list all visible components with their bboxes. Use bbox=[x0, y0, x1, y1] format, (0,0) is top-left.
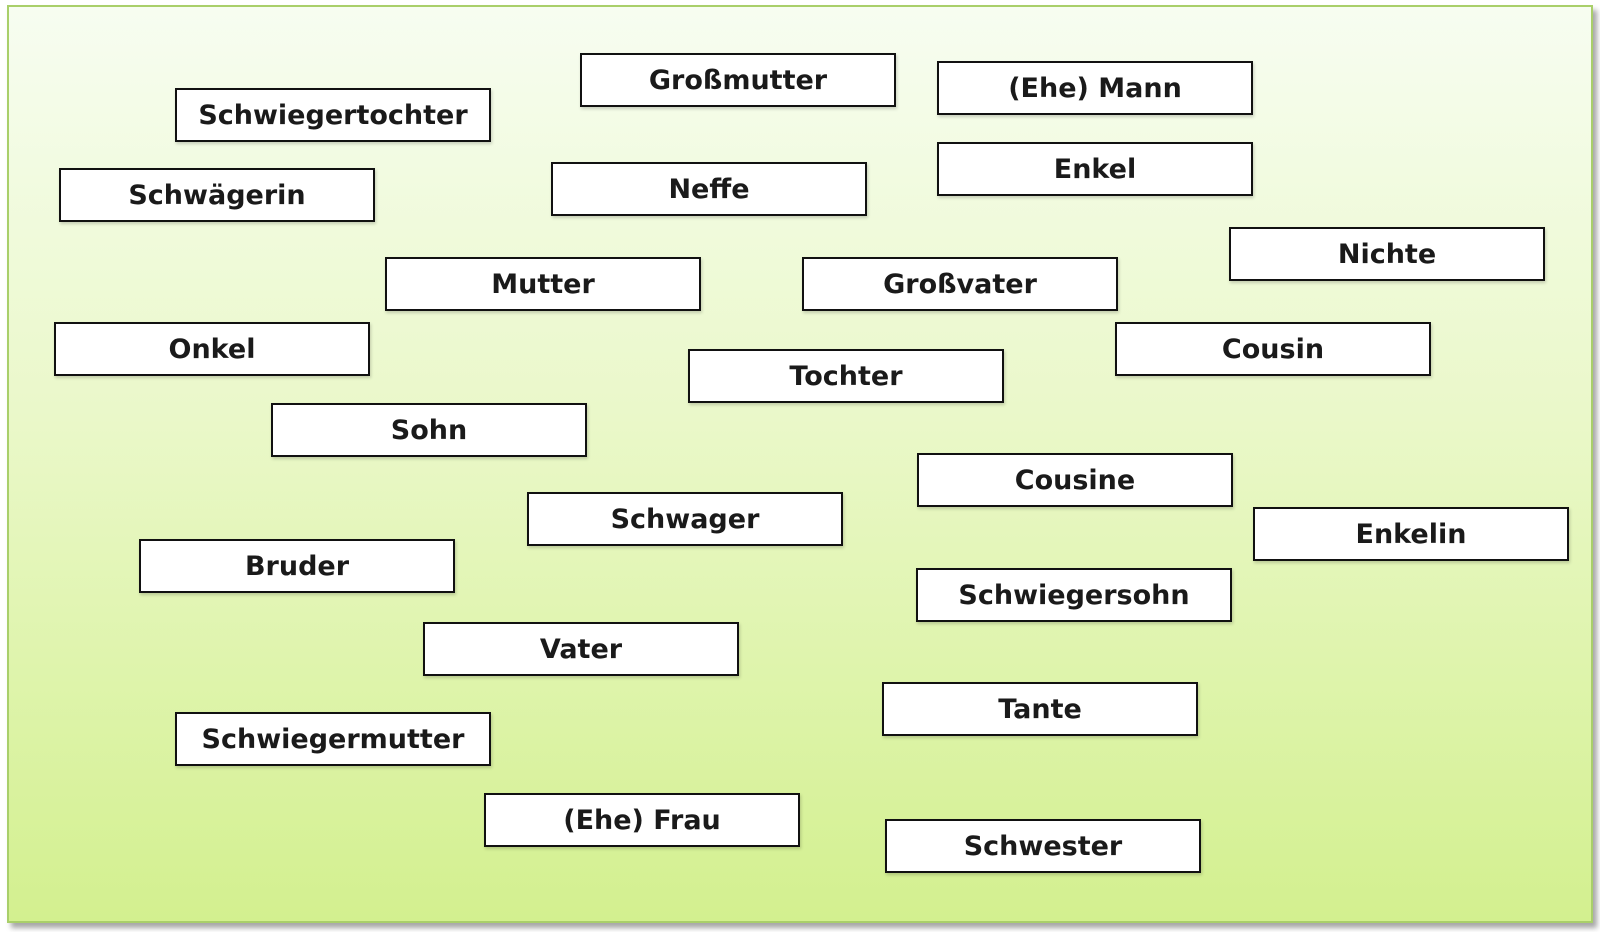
word-card-schwaegerin[interactable]: Schwägerin bbox=[59, 168, 375, 222]
word-card-schwager[interactable]: Schwager bbox=[527, 492, 843, 546]
word-card-board: Großmutter (Ehe) Mann Schwiegertochter E… bbox=[7, 5, 1593, 923]
word-card-tante[interactable]: Tante bbox=[882, 682, 1198, 736]
word-card-sohn[interactable]: Sohn bbox=[271, 403, 587, 457]
word-card-enkelin[interactable]: Enkelin bbox=[1253, 507, 1569, 561]
word-card-mutter[interactable]: Mutter bbox=[385, 257, 701, 311]
word-card-enkel[interactable]: Enkel bbox=[937, 142, 1253, 196]
word-card-nichte[interactable]: Nichte bbox=[1229, 227, 1545, 281]
word-card-schwiegertochter[interactable]: Schwiegertochter bbox=[175, 88, 491, 142]
word-card-bruder[interactable]: Bruder bbox=[139, 539, 455, 593]
word-card-schwiegermutter[interactable]: Schwiegermutter bbox=[175, 712, 491, 766]
word-card-schwiegersohn[interactable]: Schwiegersohn bbox=[916, 568, 1232, 622]
word-card-ehefrau[interactable]: (Ehe) Frau bbox=[484, 793, 800, 847]
word-card-cousin[interactable]: Cousin bbox=[1115, 322, 1431, 376]
word-card-neffe[interactable]: Neffe bbox=[551, 162, 867, 216]
word-card-grossmutter[interactable]: Großmutter bbox=[580, 53, 896, 107]
word-card-cousine[interactable]: Cousine bbox=[917, 453, 1233, 507]
word-card-grossvater[interactable]: Großvater bbox=[802, 257, 1118, 311]
word-card-ehemann[interactable]: (Ehe) Mann bbox=[937, 61, 1253, 115]
word-card-onkel[interactable]: Onkel bbox=[54, 322, 370, 376]
word-card-schwester[interactable]: Schwester bbox=[885, 819, 1201, 873]
word-card-tochter[interactable]: Tochter bbox=[688, 349, 1004, 403]
word-card-vater[interactable]: Vater bbox=[423, 622, 739, 676]
